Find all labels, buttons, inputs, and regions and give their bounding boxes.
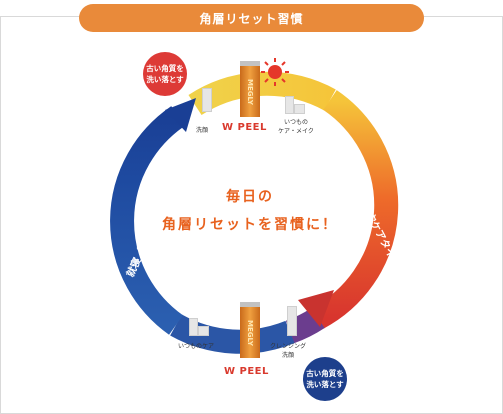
care-bottle-icon [285, 96, 294, 114]
wash-bottle-icon [202, 88, 212, 112]
care-label-day-line-1: いつもの [283, 119, 308, 126]
product-name-day: W PEEL [222, 122, 267, 133]
arrow-head-left [165, 98, 196, 132]
cleanse-label-line-1: クレンジング [270, 343, 307, 350]
arc-right [312, 90, 399, 329]
care-label-day-line-2: ケア・メイク [278, 128, 314, 135]
wash-label-day: 洗顔 [196, 127, 209, 134]
care-label-night: いつものケア [178, 343, 215, 350]
product-tube-day: MEGLY [240, 61, 260, 117]
bubble-top-line-1: 古い角質を [146, 64, 184, 73]
cleanse-label-night: クレンジング 洗顔 [270, 342, 306, 360]
center-line-2: 角層リセットを習慣に！ [162, 217, 338, 233]
night-care-bottle-icon [189, 318, 198, 336]
care-label-day: いつもの ケア・メイク [278, 118, 314, 136]
center-line-1: 毎日の [226, 189, 274, 205]
product-tube-night: MEGLY [240, 302, 260, 358]
product-name-night: W PEEL [224, 366, 269, 377]
arc-left [110, 106, 185, 335]
night-care-jar-icon [198, 326, 209, 336]
bubble-top: 古い角質を洗い落とす [143, 52, 187, 96]
bubble-bottom-line-2: 洗い落とす [306, 380, 344, 389]
center-message: 毎日の 角層リセットを習慣に！ [150, 183, 350, 239]
bubble-bottom-line-1: 古い角質を [306, 369, 344, 378]
cleanse-bottle-icon [287, 306, 297, 336]
arrow-head-right [298, 290, 334, 327]
care-jar-icon [294, 104, 305, 114]
arc-bottom [170, 314, 295, 354]
arc-top [188, 71, 336, 116]
bubble-bottom: 古い角質を洗い落とす [303, 357, 347, 401]
sun-icon [261, 58, 289, 86]
page-title: 角層リセット習慣 [79, 4, 424, 32]
bubble-top-line-2: 洗い落とす [146, 75, 184, 84]
cleanse-label-line-2: 洗顔 [282, 352, 295, 359]
